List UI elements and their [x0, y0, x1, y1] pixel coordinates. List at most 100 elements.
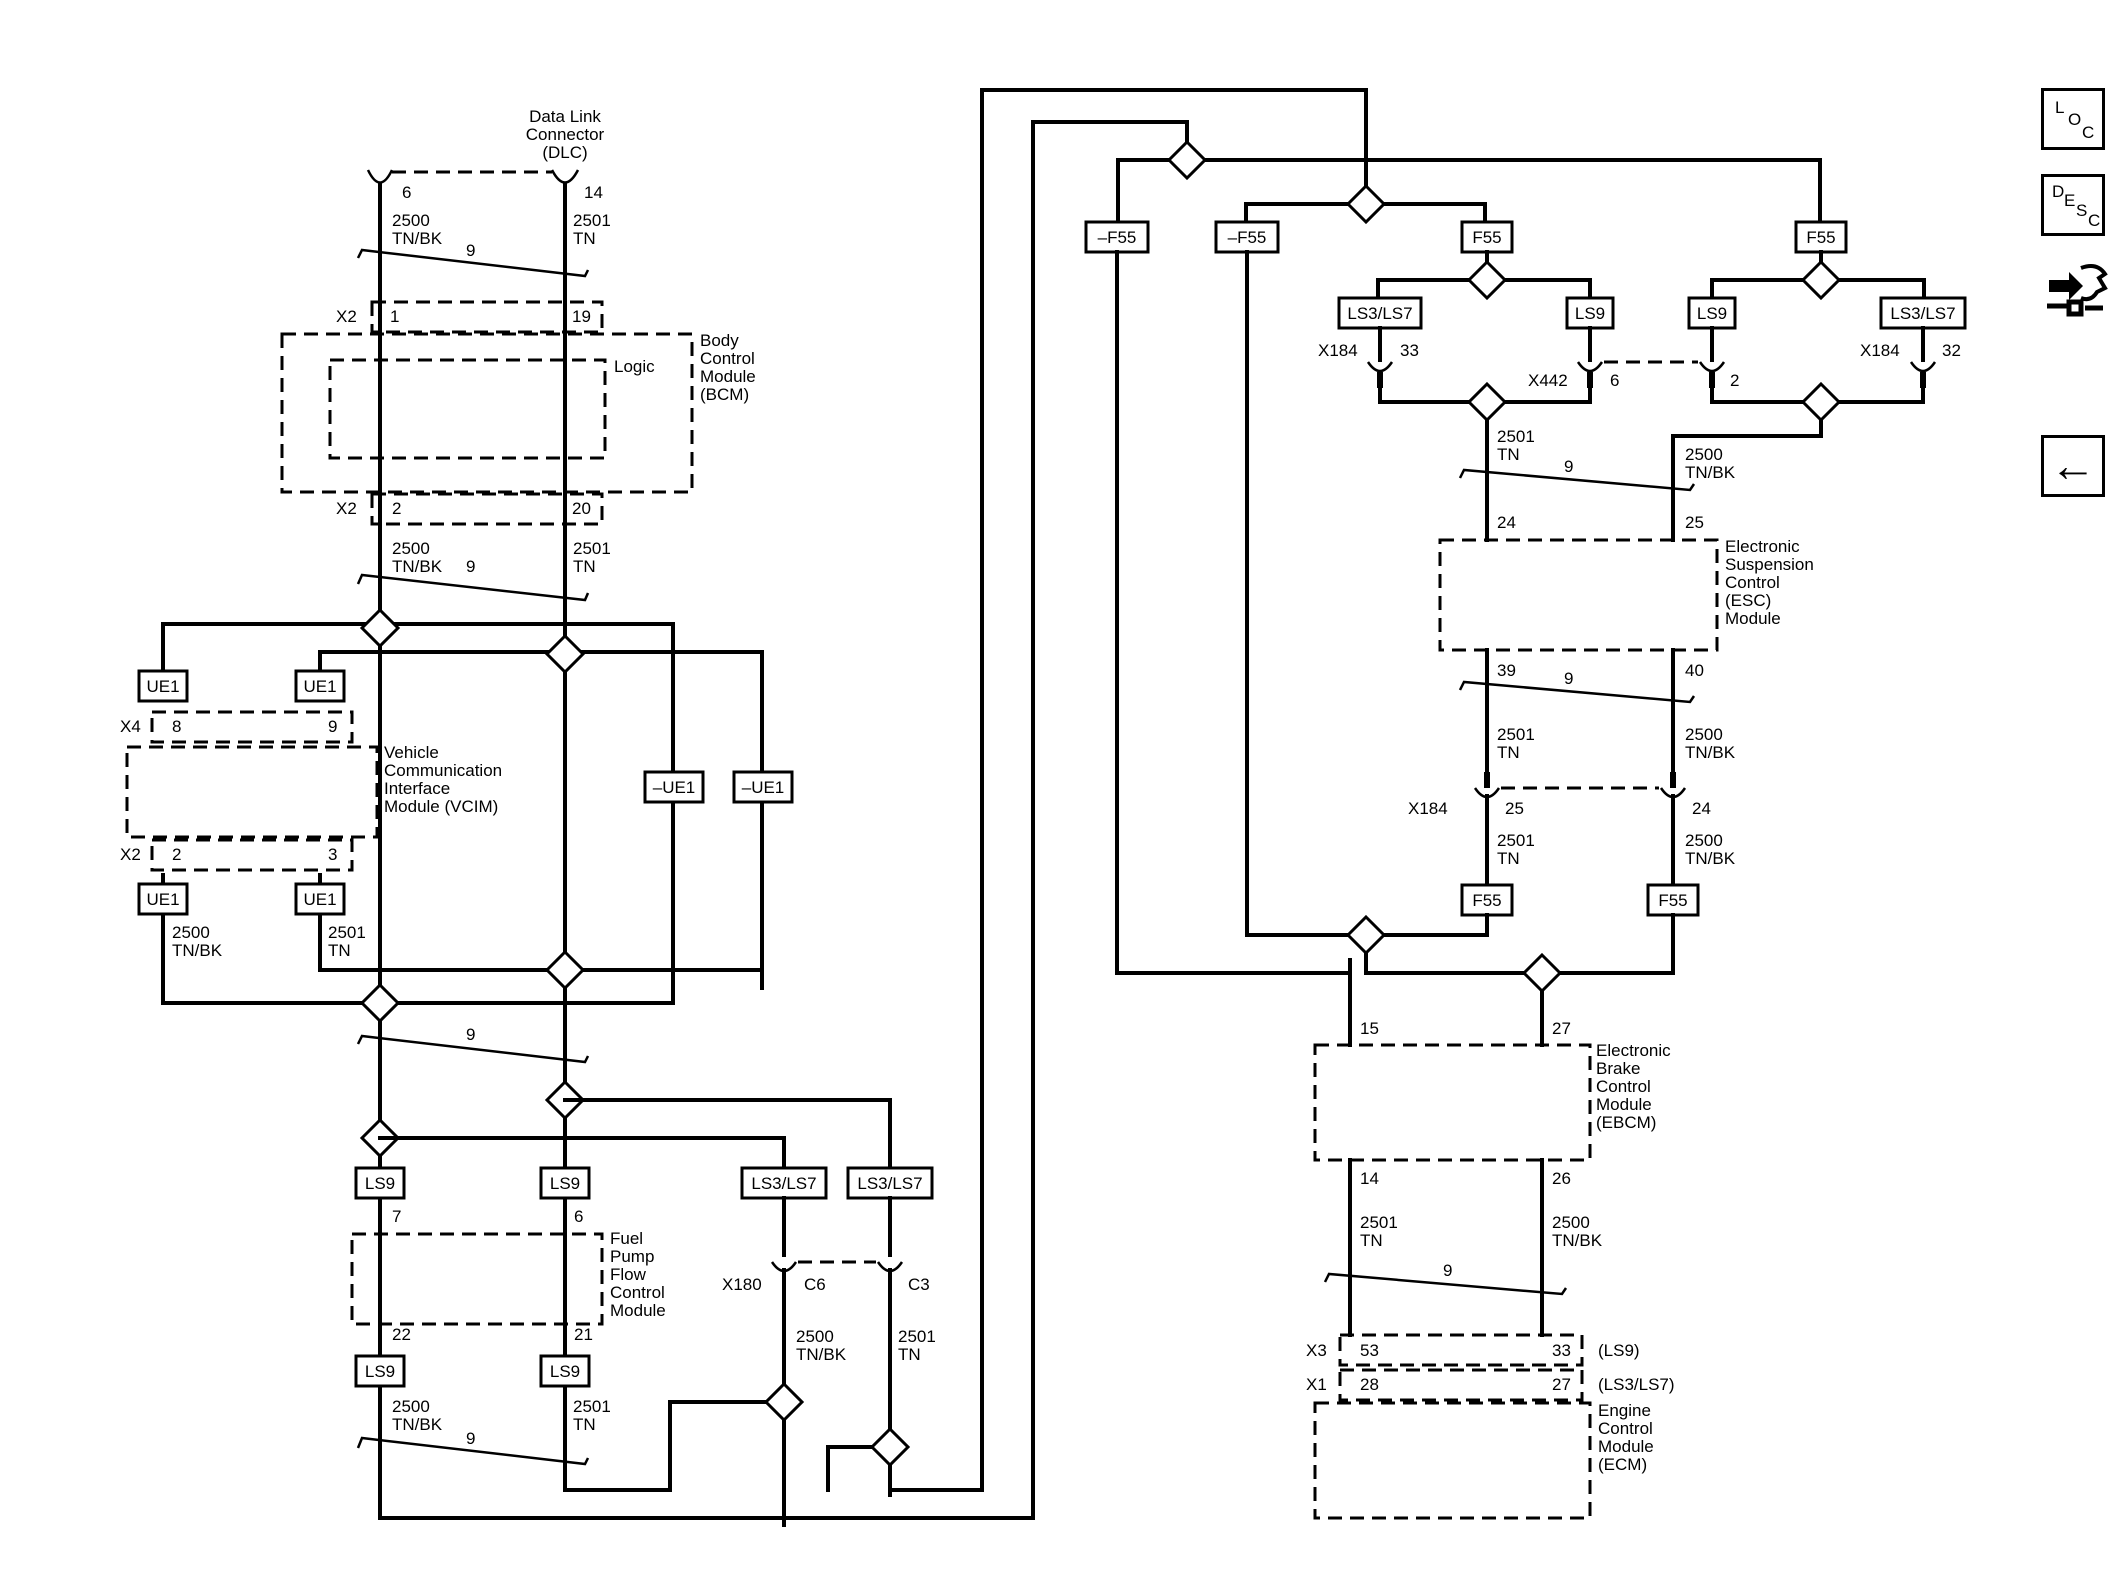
svg-text:9: 9 [466, 1025, 475, 1044]
bcm-pin-19: 19 [572, 307, 591, 326]
svg-text:LS3/LS7: LS3/LS7 [751, 1174, 816, 1193]
desc-icon-s: S [2076, 201, 2088, 220]
svg-text:UE1: UE1 [146, 890, 179, 909]
svg-text:2501: 2501 [1360, 1213, 1398, 1232]
ebcm-boundary [1313, 1043, 1592, 1162]
wire-labels-dlc: 2500 TN/BK 2501 TN 9 [356, 211, 611, 278]
ecm-connector-x1 [1338, 1368, 1584, 1402]
option-ue1-1: UE1 [137, 669, 189, 703]
svg-text:2500: 2500 [1685, 831, 1723, 850]
svg-text:TN/BK: TN/BK [1685, 743, 1736, 762]
svg-text:TN/BK: TN/BK [172, 941, 223, 960]
svg-text:–F55: –F55 [1228, 228, 1267, 247]
svg-text:2500: 2500 [1685, 445, 1723, 464]
svg-text:–UE1: –UE1 [653, 778, 696, 797]
svg-text:2: 2 [1730, 371, 1739, 390]
svg-text:Module: Module [1725, 609, 1781, 628]
svg-text:X184: X184 [1860, 341, 1900, 360]
svg-text:26: 26 [1552, 1169, 1571, 1188]
svg-text:X184: X184 [1408, 799, 1448, 818]
svg-text:24: 24 [1497, 513, 1516, 532]
svg-text:Control: Control [1725, 573, 1780, 592]
svg-text:LS9: LS9 [550, 1174, 580, 1193]
svg-text:TN/BK: TN/BK [1685, 463, 1736, 482]
bcm-connector-bottom [370, 492, 604, 526]
splice-bcm-2501 [544, 633, 586, 675]
back-button[interactable]: ← [2041, 435, 2105, 497]
svg-text:2500: 2500 [1552, 1213, 1590, 1232]
bcm-x2-bottom: X2 [336, 499, 357, 518]
bcm-logic-label: Logic [614, 357, 655, 376]
bcm-logic-boundary [328, 358, 607, 460]
svg-text:Module: Module [1598, 1437, 1654, 1456]
svg-text:Vehicle: Vehicle [384, 743, 439, 762]
svg-text:39: 39 [1497, 661, 1516, 680]
vcim-group: X4 8 9 Vehicle Communication Interface M… [120, 710, 590, 1064]
dlc-label-3: (DLC) [542, 143, 587, 162]
svg-text:Interface: Interface [384, 779, 450, 798]
svg-text:2501: 2501 [898, 1327, 936, 1346]
svg-text:F55: F55 [1472, 228, 1501, 247]
svg-text:Electronic: Electronic [1725, 537, 1800, 556]
vcim-connector-top [150, 710, 354, 744]
svg-text:2: 2 [172, 845, 181, 864]
svg-text:21: 21 [574, 1325, 593, 1344]
svg-text:F55: F55 [1658, 891, 1687, 910]
bcm-label-4: (BCM) [700, 385, 749, 404]
svg-text:–F55: –F55 [1098, 228, 1137, 247]
svg-text:TN/BK: TN/BK [796, 1345, 847, 1364]
svg-text:2500: 2500 [796, 1327, 834, 1346]
bcm-group: X2 1 19 Logic Body Control Module (BCM) … [280, 300, 756, 526]
svg-text:9: 9 [1443, 1261, 1452, 1280]
svg-text:(EBCM): (EBCM) [1596, 1113, 1656, 1132]
svg-text:C3: C3 [908, 1275, 930, 1294]
svg-text:LS3/LS7: LS3/LS7 [1347, 304, 1412, 323]
splice-vcim-2500 [359, 982, 401, 1024]
bcm-pin-2: 2 [392, 499, 401, 518]
desc-button[interactable]: D E S C [2041, 174, 2105, 236]
wire-2500-color: TN/BK [392, 229, 443, 248]
svg-text:6: 6 [1610, 371, 1619, 390]
svg-text:UE1: UE1 [303, 677, 336, 696]
svg-text:TN: TN [1497, 849, 1520, 868]
svg-text:TN/BK: TN/BK [1685, 849, 1736, 868]
svg-text:X180: X180 [722, 1275, 762, 1294]
svg-text:X184: X184 [1318, 341, 1358, 360]
svg-text:X2: X2 [120, 845, 141, 864]
ecm-connector-x3 [1338, 1333, 1584, 1367]
svg-text:32: 32 [1942, 341, 1961, 360]
plug-wrench-icon [2047, 264, 2108, 317]
svg-text:X442: X442 [1528, 371, 1568, 390]
loc-icon-l: L [2055, 98, 2065, 117]
svg-text:2501: 2501 [1497, 725, 1535, 744]
connector-tool-icon[interactable] [2041, 258, 2111, 328]
bcm-label-1: Body [700, 331, 739, 350]
svg-text:Module: Module [1596, 1095, 1652, 1114]
svg-text:2500: 2500 [172, 923, 210, 942]
svg-text:28: 28 [1360, 1375, 1379, 1394]
bcm-label-3: Module [700, 367, 756, 386]
svg-text:22: 22 [392, 1325, 411, 1344]
bcm-label-2: Control [700, 349, 755, 368]
dlc-group: Data Link Connector (DLC) 6 14 [366, 107, 605, 202]
dlc-pin-6: 6 [402, 183, 411, 202]
bcm-pin-20: 20 [572, 499, 591, 518]
svg-text:TN: TN [1497, 445, 1520, 464]
svg-text:2501: 2501 [1497, 427, 1535, 446]
svg-text:Fuel: Fuel [610, 1229, 643, 1248]
svg-text:C6: C6 [804, 1275, 826, 1294]
ecm-boundary [1313, 1401, 1592, 1520]
svg-text:TN/BK: TN/BK [1552, 1231, 1603, 1250]
svg-text:Brake: Brake [1596, 1059, 1640, 1078]
svg-text:25: 25 [1505, 799, 1524, 818]
fpfcm-boundary [350, 1232, 604, 1326]
dlc-label-1: Data Link [529, 107, 601, 126]
option-ue1-4: UE1 [294, 882, 346, 916]
svg-text:(ECM): (ECM) [1598, 1455, 1647, 1474]
option-ue1-2: UE1 [294, 669, 346, 703]
twist-pair-symbol [356, 248, 590, 278]
svg-text:15: 15 [1360, 1019, 1379, 1038]
svg-text:LS9: LS9 [1575, 304, 1605, 323]
svg-text:9: 9 [328, 717, 337, 736]
loc-button[interactable]: L O C [2041, 88, 2105, 150]
